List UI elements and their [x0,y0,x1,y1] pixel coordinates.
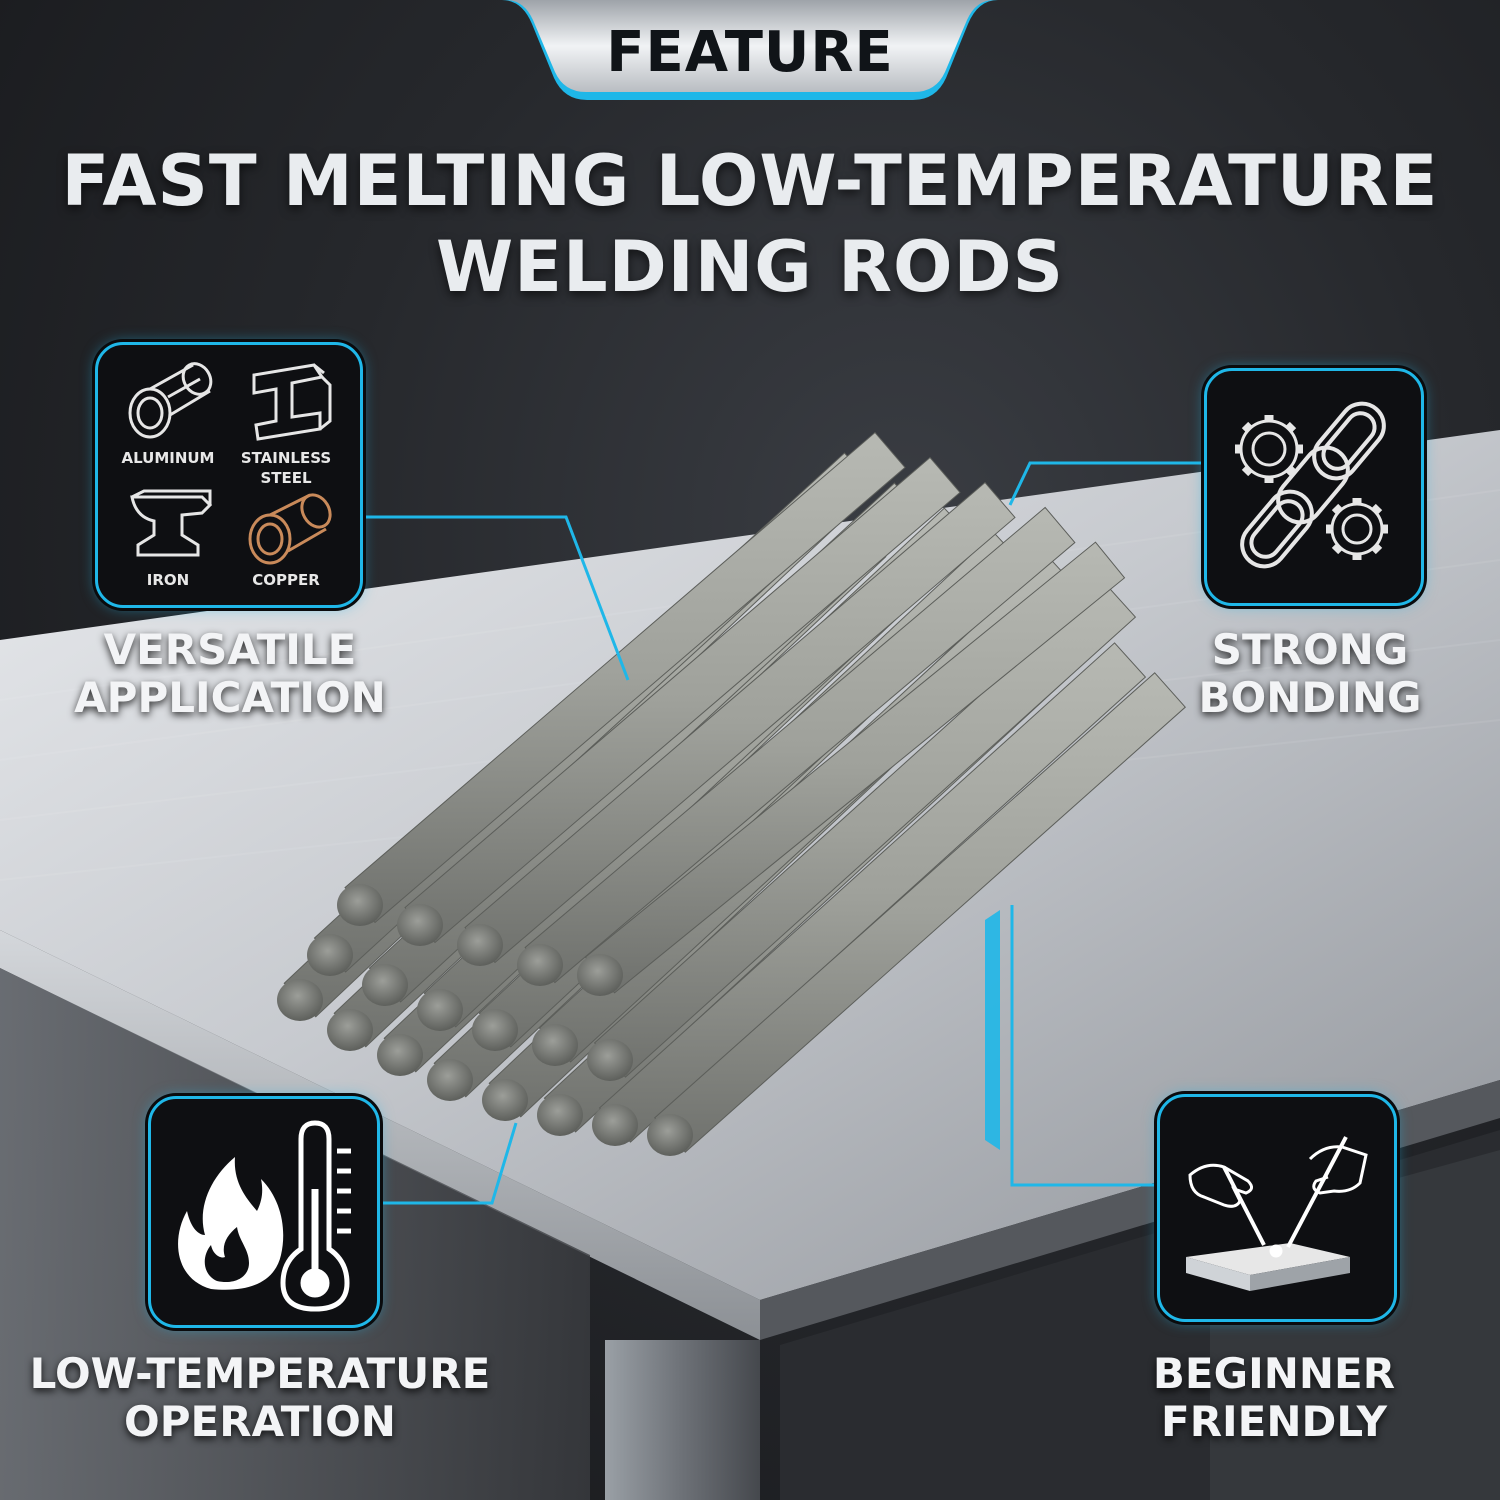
i-beam-icon [252,363,332,441]
welding-rod-end [397,904,443,946]
welding-rod-end [417,989,463,1031]
beginner-friendly-icon-box [1157,1094,1397,1322]
welding-rod-end [517,944,563,986]
feature-tab [462,0,1038,100]
material-label-stainless-line-2: STEEL [260,469,312,487]
welding-rod-end [592,1104,638,1146]
welding-rod-end [482,1079,528,1121]
anvil-icon [130,489,213,557]
pipe-icon [128,362,213,439]
material-label-aluminum: ALUMINUM [121,449,215,467]
welding-rod-end [327,1009,373,1051]
chain-gears-icon [1235,401,1388,569]
beginner-label-line-1: BEGINNER [1152,1349,1396,1398]
welding-rod-end [427,1059,473,1101]
welding-rod-end [377,1034,423,1076]
material-label-stainless-line-1: STAINLESS [240,449,332,467]
feature-tab-label: FEATURE [606,20,894,85]
low-temperature-icon-box [148,1096,380,1328]
welding-rod-end [577,954,623,996]
low-temp-label-line-2: OPERATION [124,1397,396,1446]
welding-rod-end [532,1024,578,1066]
copper-pipe-icon [248,493,332,565]
welding-rod-end [587,1039,633,1081]
flame-thermometer-icon [178,1120,351,1312]
versatile-label-line-1: VERSATILE [103,625,357,674]
welding-rod-end [362,964,408,1006]
welding-rod-end [647,1114,693,1156]
headline-line-2: WELDING RODS [435,226,1065,308]
low-temp-label-line-1: LOW-TEMPERATURE [29,1349,491,1398]
headline-line-1: FAST MELTING LOW-TEMPERATURE [61,140,1439,222]
welding-rod-end [337,884,383,926]
welding-rod-end [457,924,503,966]
material-label-copper: COPPER [252,571,320,589]
welding-rod-end [472,1009,518,1051]
beginner-label-line-2: FRIENDLY [1161,1397,1387,1446]
strong-label-line-1: STRONG [1211,625,1409,674]
welding-rod-end [537,1094,583,1136]
material-label-iron: IRON [146,571,190,589]
strong-label-line-2: BONDING [1198,673,1422,722]
versatile-label-line-2: APPLICATION [74,673,386,722]
welding-rod-end [277,979,323,1021]
versatile-application-icon-box: ALUMINUM STAINLESS STEEL IRON COPPER [95,342,363,608]
welding-rod-end [307,934,353,976]
hands-welding-icon [1186,1136,1368,1291]
strong-bonding-icon-box [1204,368,1424,606]
